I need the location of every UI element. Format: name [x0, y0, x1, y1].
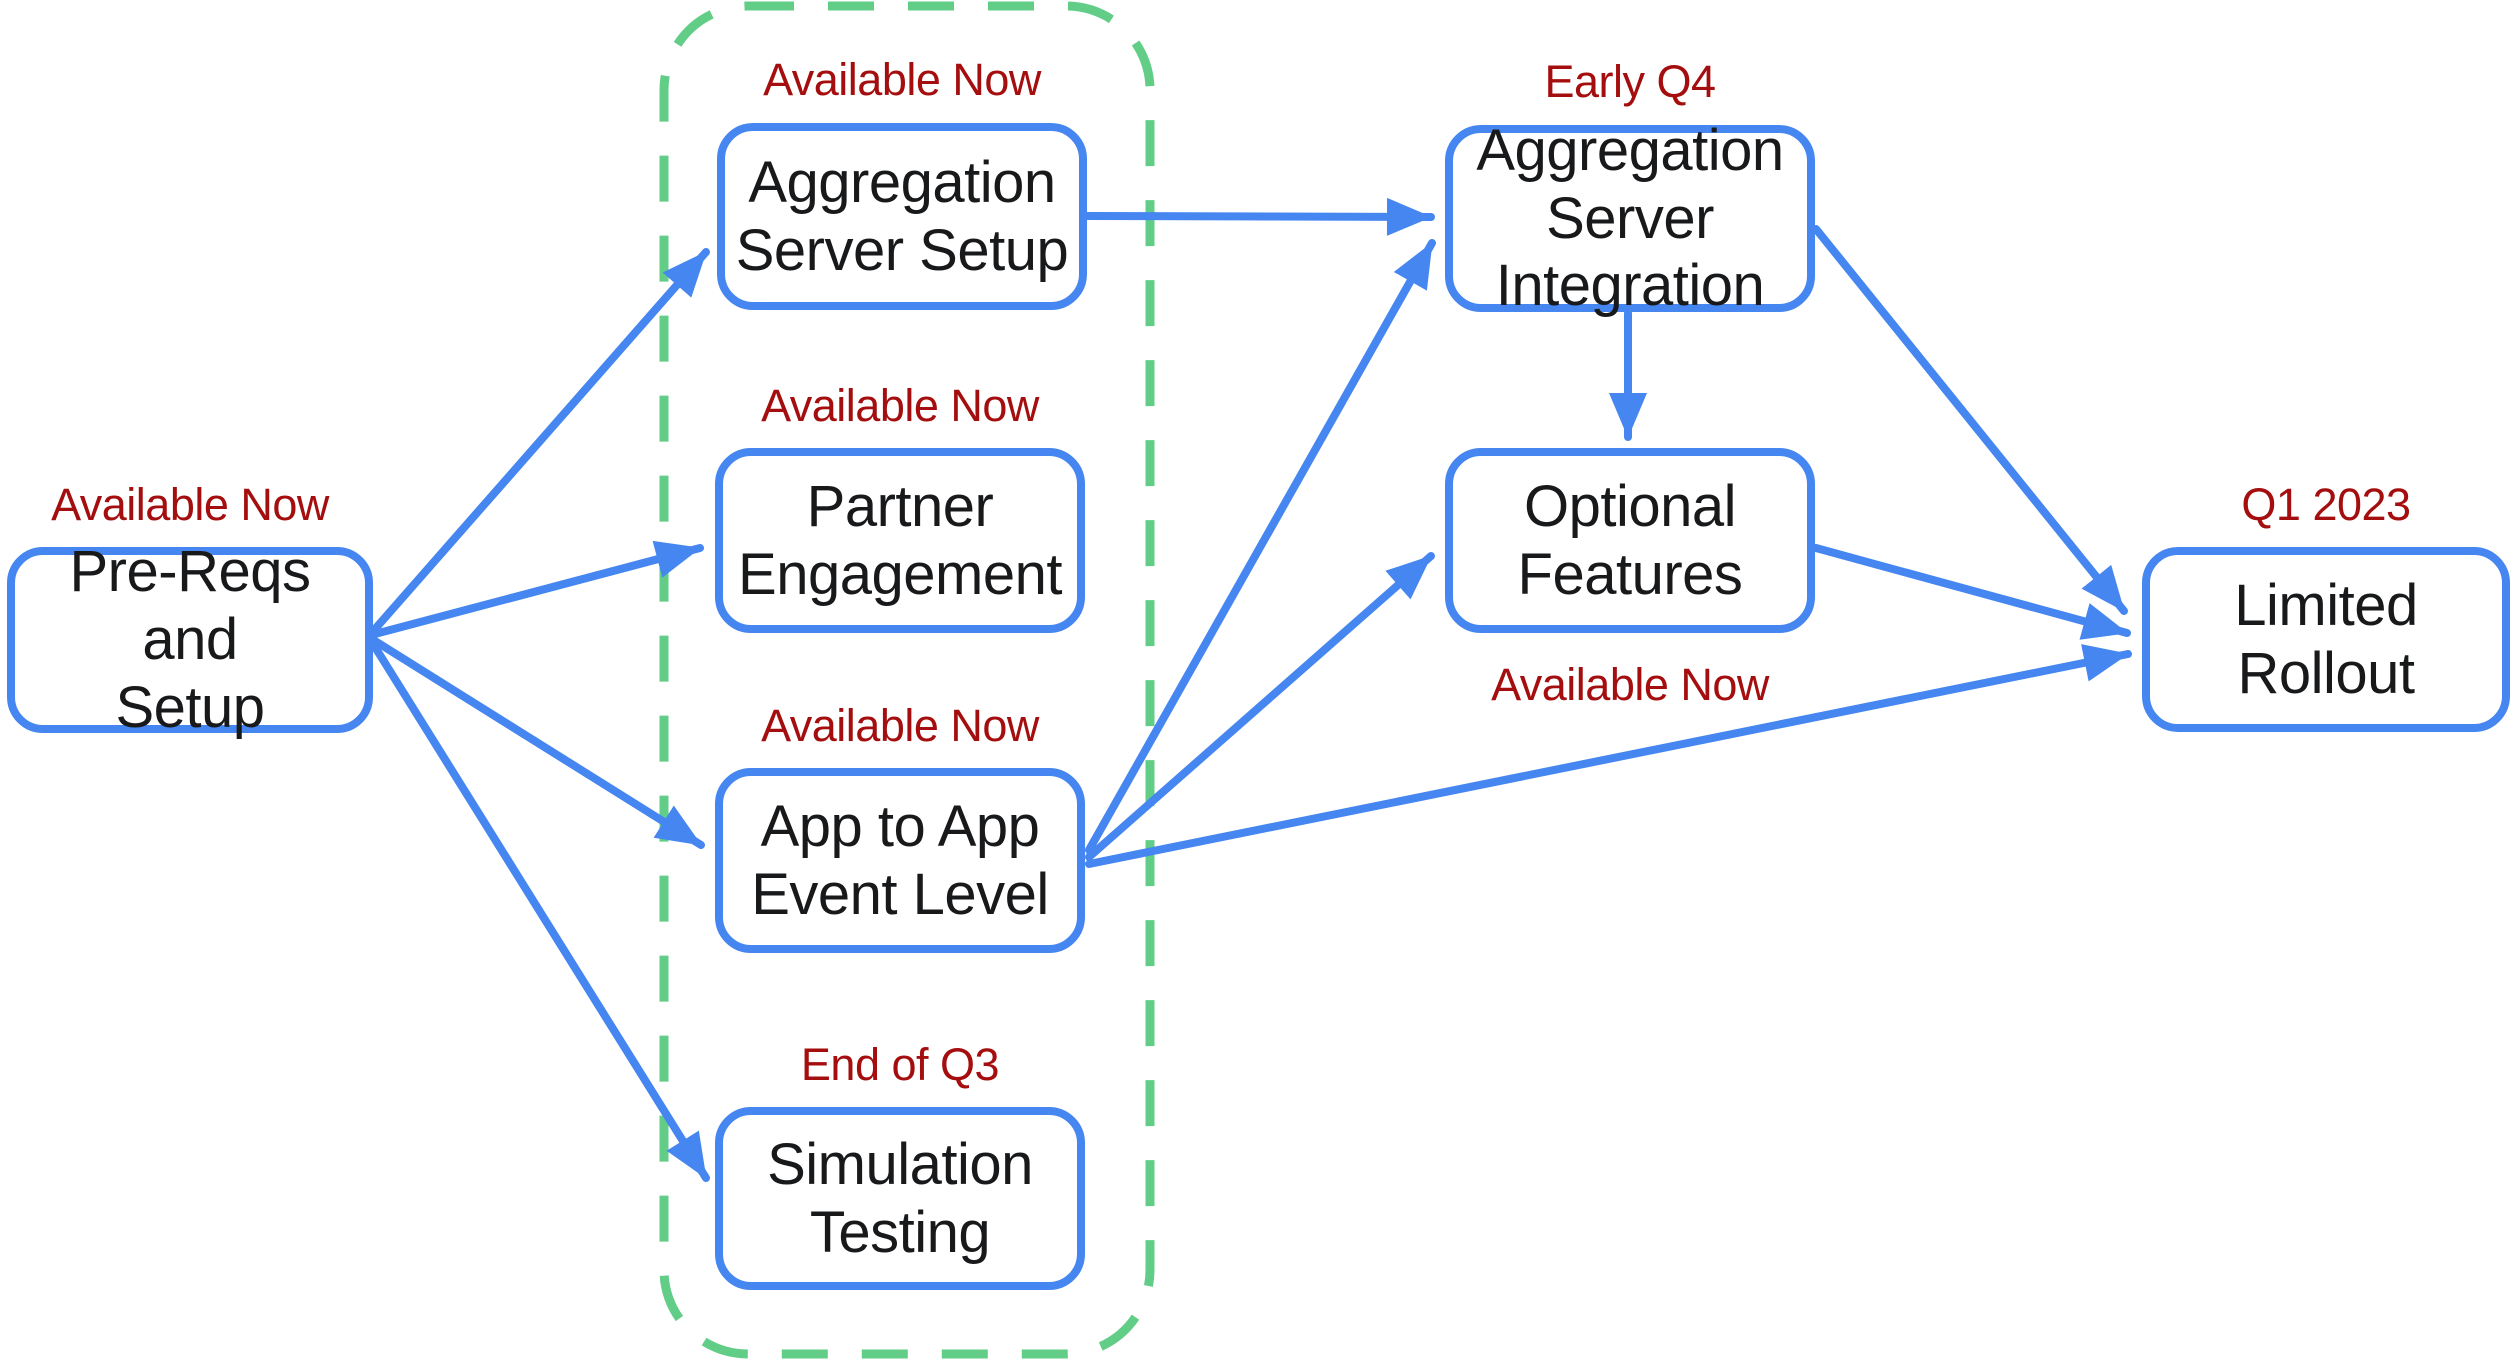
- status-label-partner-engagement: Available Now: [761, 380, 1039, 431]
- edge-app-to-app-to-agg-integration: [1085, 239, 1436, 854]
- status-label-optional-features: Available Now: [1491, 659, 1769, 710]
- edge-agg-integration-to-limited: [1812, 225, 2128, 615]
- node-simulation-testing: Simulation Testing: [715, 1107, 1085, 1290]
- edge-pre-reqs-to-agg-setup: [371, 248, 710, 633]
- node-aggregation-server-integration: Aggregation Server Integration: [1445, 118, 1815, 318]
- status-label-simulation-testing: End of Q3: [800, 1039, 1000, 1090]
- status-label-agg-integration: Early Q4: [1544, 56, 1716, 107]
- group-outline: [659, 1, 1155, 1359]
- edge-pre-reqs-to-partner: [371, 540, 704, 638]
- node-aggregation-server-setup: Aggregation Server Setup: [717, 123, 1087, 310]
- node-optional-features: Optional Features: [1445, 448, 1815, 633]
- edge-pre-reqs-to-app-to-app: [371, 637, 705, 849]
- edge-agg-setup-to-agg-integration: [1083, 197, 1435, 236]
- edge-app-to-app-to-optional: [1085, 552, 1435, 861]
- status-label-pre-reqs: Available Now: [51, 479, 329, 530]
- status-label-limited-rollout: Q1 2023: [2241, 479, 2411, 530]
- node-limited-rollout: Limited Rollout: [2142, 547, 2510, 732]
- node-app-to-app-event-level: App to App Event Level: [715, 768, 1085, 953]
- edge-pre-reqs-to-sim-testing: [371, 643, 710, 1182]
- node-partner-engagement: Partner Engagement: [715, 448, 1085, 633]
- edge-app-to-app-to-limited: [1085, 644, 2132, 868]
- status-label-app-to-app: Available Now: [761, 700, 1039, 751]
- status-label-agg-server-setup: Available Now: [763, 54, 1041, 105]
- edge-optional-to-limited: [1812, 544, 2131, 640]
- node-pre-reqs-and-setup: Pre-Reqs and Setup: [7, 539, 373, 740]
